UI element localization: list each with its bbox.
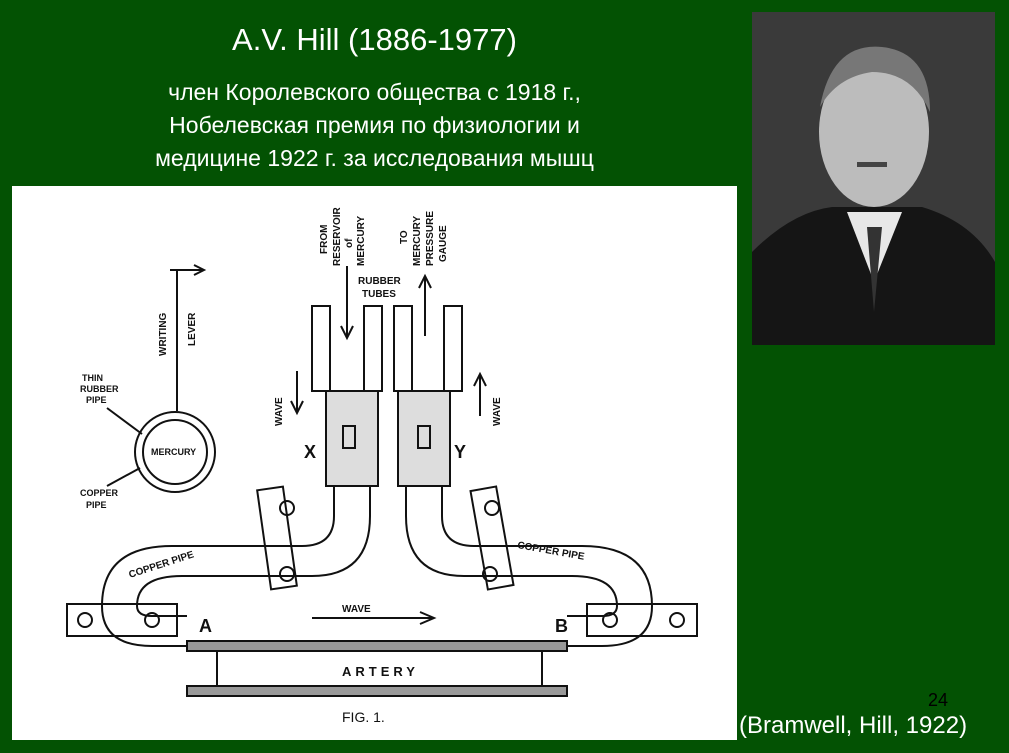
label-reservoir: RESERVOIR bbox=[332, 207, 343, 266]
label-writing: WRITING bbox=[158, 312, 169, 356]
subtitle-line: Нобелевская премия по физиологии и bbox=[169, 112, 580, 138]
label-pressure: PRESSURE bbox=[425, 211, 436, 266]
subtitle-line: медицине 1922 г. за исследования мышц bbox=[155, 145, 594, 171]
apparatus-diagram: FROM RESERVOIR of MERCURY TO MERCURY PRE… bbox=[12, 186, 737, 740]
citation: (Bramwell, Hill, 1922) bbox=[739, 712, 968, 739]
label-lever: LEVER bbox=[187, 312, 198, 346]
figure-caption: FIG. 1. bbox=[342, 709, 385, 725]
label-wave-x: WAVE bbox=[274, 397, 285, 426]
label-copper-pipe-right: COPPER PIPE bbox=[516, 540, 585, 563]
label-copper: COPPER bbox=[80, 488, 119, 498]
slide-subtitle: член Королевского общества с 1918 г., Но… bbox=[12, 76, 737, 175]
label-b: B bbox=[555, 616, 568, 636]
slide-title: A.V. Hill (1886-1977) bbox=[232, 22, 517, 57]
label-artery: ARTERY bbox=[342, 664, 419, 679]
label-to: TO bbox=[399, 230, 410, 244]
label-mercury: MERCURY bbox=[151, 447, 196, 457]
label-thin: THIN bbox=[82, 373, 103, 383]
portrait-photo bbox=[752, 12, 995, 345]
label-wave-y: WAVE bbox=[492, 397, 503, 426]
label-pipe: PIPE bbox=[86, 395, 107, 405]
label-rubber-pipe: RUBBER bbox=[80, 384, 119, 394]
label-rubber: RUBBER bbox=[358, 276, 402, 287]
label-copper-pipe-small: PIPE bbox=[86, 500, 107, 510]
label-tubes: TUBES bbox=[362, 289, 396, 300]
label-a: A bbox=[199, 616, 212, 636]
label-x: X bbox=[304, 442, 316, 462]
label-from: FROM bbox=[319, 225, 330, 254]
label-mercury-res: MERCURY bbox=[356, 215, 367, 266]
label-y: Y bbox=[454, 442, 466, 462]
label-of: of bbox=[344, 238, 355, 248]
subtitle-line: член Королевского общества с 1918 г., bbox=[168, 79, 581, 105]
label-mercury-gauge: MERCURY bbox=[412, 215, 423, 266]
page-number: 24 bbox=[928, 690, 949, 710]
label-wave: WAVE bbox=[342, 604, 371, 615]
label-gauge: GAUGE bbox=[438, 225, 449, 262]
